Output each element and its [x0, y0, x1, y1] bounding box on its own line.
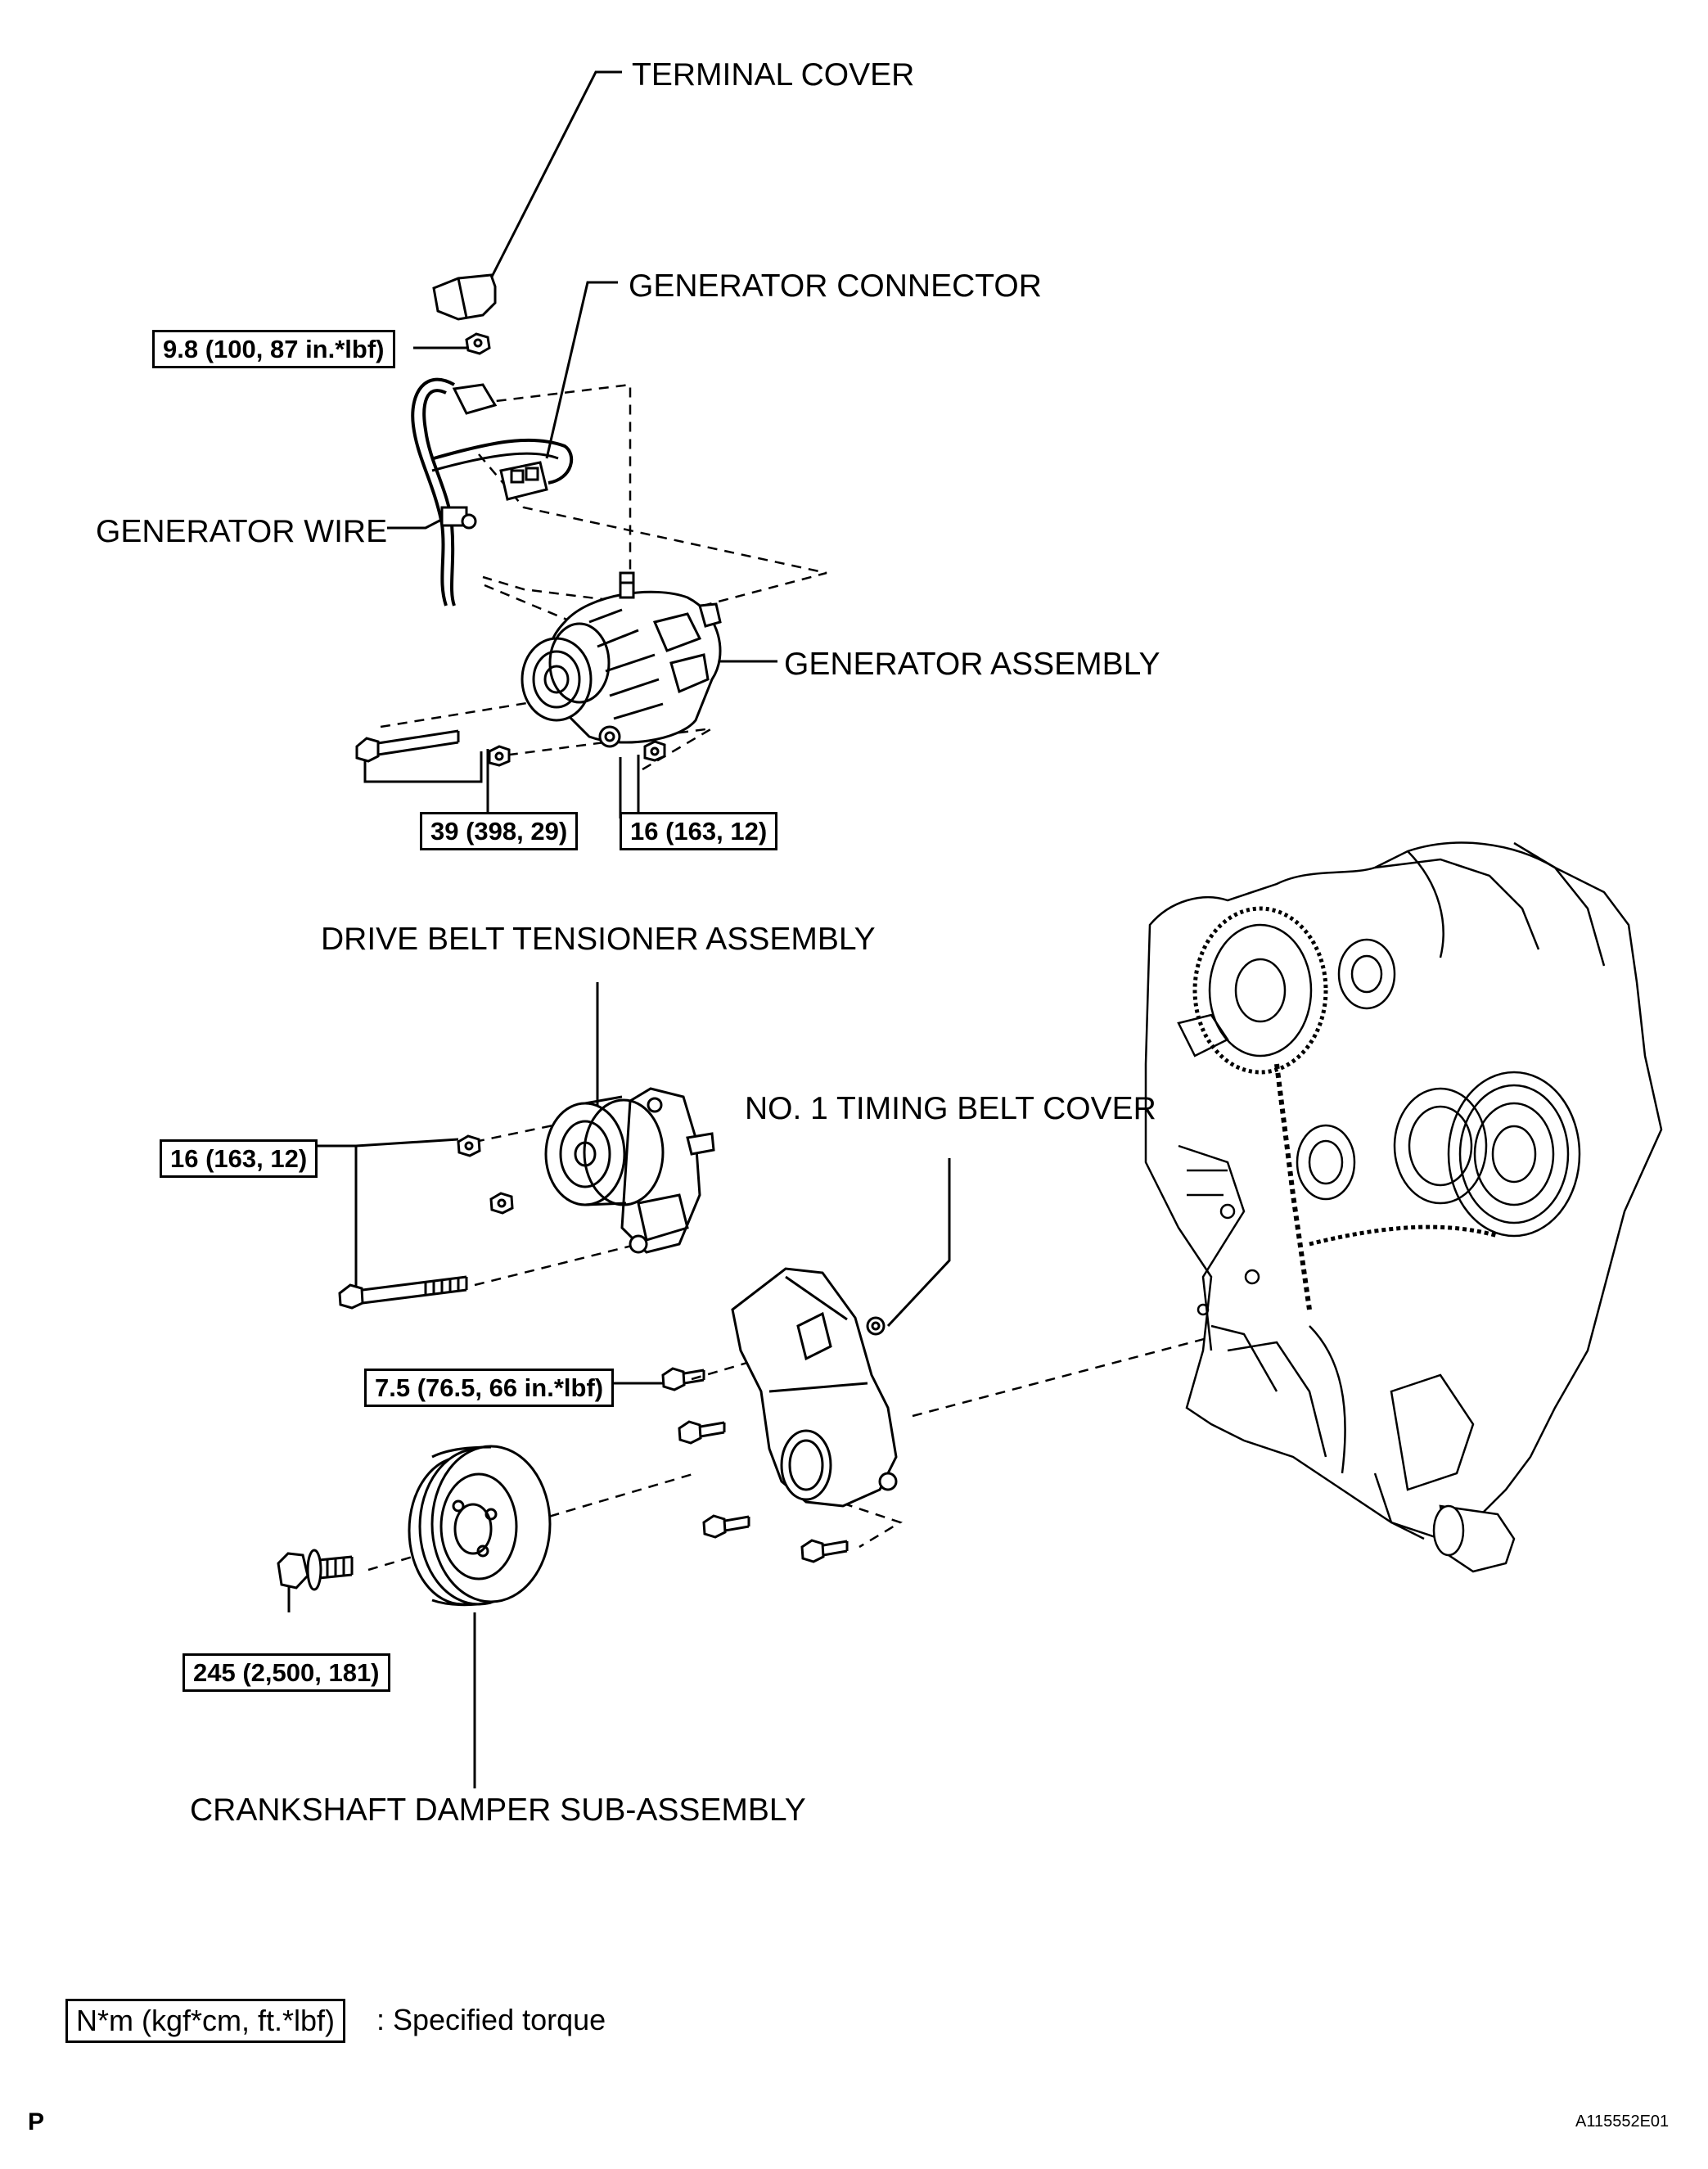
label-generator-connector: GENERATOR CONNECTOR — [629, 268, 1042, 304]
label-terminal-cover: TERMINAL COVER — [632, 57, 915, 92]
terminal-nut-part — [465, 332, 491, 355]
torque-tensioner: 16 (163, 12) — [160, 1139, 318, 1178]
timing-cover-bolt-b-part — [678, 1420, 726, 1445]
torque-timing-cover: 7.5 (76.5, 66 in.*lbf) — [364, 1369, 615, 1407]
generator-nut-a-part — [488, 745, 511, 767]
generator-wire-part — [411, 377, 574, 607]
legend-torque-text: : Specified torque — [376, 2003, 606, 2036]
label-drive-belt-tensioner: DRIVE BELT TENSIONER ASSEMBLY — [321, 922, 876, 957]
timing-cover-bolt-c-part — [702, 1514, 750, 1539]
torque-generator-nut: 16 (163, 12) — [620, 812, 778, 850]
legend-torque-unit-box: N*m (kgf*cm, ft.*lbf) — [65, 1999, 346, 2043]
label-generator-assembly: GENERATOR ASSEMBLY — [784, 647, 1160, 682]
torque-damper-bolt: 245 (2,500, 181) — [183, 1653, 390, 1692]
footer-figure-code: A115552E01 — [1575, 2113, 1670, 2131]
tensioner-nut-b-part — [489, 1192, 514, 1215]
footer-section-letter: P — [28, 2108, 45, 2135]
torque-terminal-nut: 9.8 (100, 87 in.*lbf) — [152, 330, 395, 368]
timing-belt-cover-part — [731, 1267, 898, 1508]
timing-cover-bolt-a-part — [661, 1367, 705, 1391]
timing-cover-bolt-d-part — [800, 1539, 849, 1563]
torque-generator-bolt: 39 (398, 29) — [420, 812, 579, 850]
crankshaft-damper-part — [408, 1445, 552, 1607]
terminal-cover-part — [432, 273, 497, 321]
crankshaft-bolt-part — [277, 1549, 354, 1591]
generator-nut-b-part — [643, 740, 666, 762]
engine-assembly-illustration — [1144, 841, 1663, 1573]
drive-belt-tensioner-part — [544, 1087, 715, 1254]
tensioner-nut-a-part — [457, 1134, 481, 1157]
generator-bolt-part — [355, 729, 460, 763]
leader-lines — [287, 70, 951, 1788]
label-crankshaft-damper: CRANKSHAFT DAMPER SUB-ASSEMBLY — [190, 1792, 806, 1828]
label-generator-wire: GENERATOR WIRE — [96, 514, 388, 549]
generator-assembly-part — [521, 571, 722, 748]
alignment-lines — [367, 383, 1208, 1572]
tensioner-bolt-part — [338, 1275, 468, 1310]
label-timing-belt-cover: NO. 1 TIMING BELT COVER — [745, 1091, 1156, 1126]
